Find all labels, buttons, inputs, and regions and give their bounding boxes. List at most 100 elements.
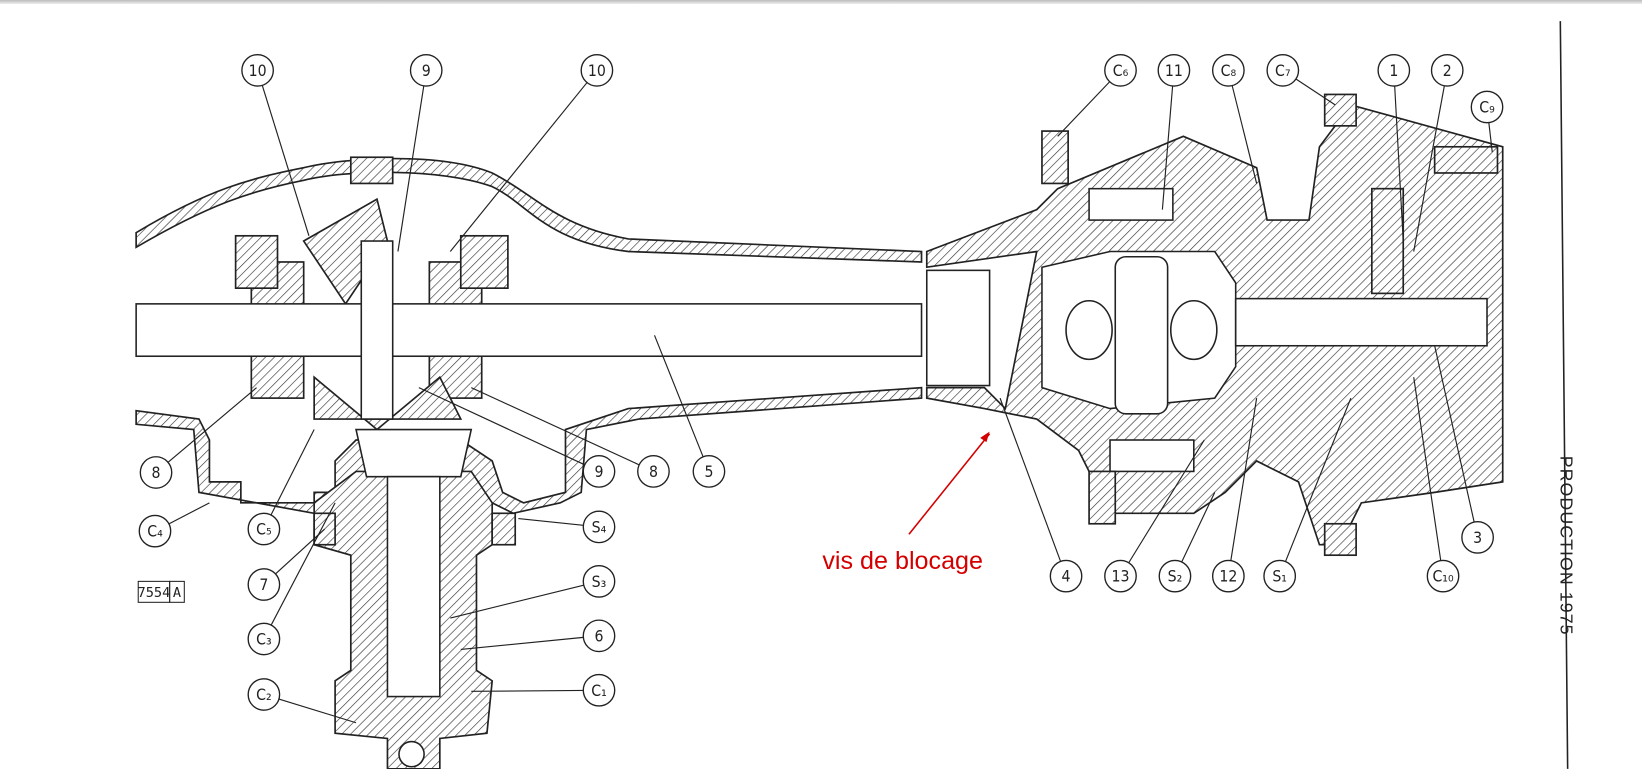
part-callout: C₅: [247, 512, 281, 546]
part-callout: C₄: [138, 514, 172, 548]
callout-label: 7: [259, 575, 268, 594]
callout-circle: [1470, 90, 1504, 124]
leader-line: [1295, 78, 1336, 106]
callout-label: C₉: [1479, 97, 1495, 116]
callout-label: 10: [249, 61, 267, 80]
callout-label: C₃: [256, 629, 272, 648]
callout-label: C₅: [256, 520, 272, 539]
callout-circle: [409, 53, 443, 87]
part-callout: 10: [580, 53, 614, 87]
callout-circle: [139, 456, 173, 489]
leader-line: [460, 636, 584, 651]
callout-circle: [1430, 53, 1464, 87]
callout-circle: [1211, 559, 1245, 593]
callout-label: C₁: [591, 681, 607, 700]
part-callout: 9: [409, 53, 443, 87]
callout-circle: [692, 455, 726, 488]
callout-label: C₆: [1113, 61, 1129, 80]
callout-label: 9: [595, 462, 604, 481]
part-callout: 10: [241, 53, 274, 87]
part-callout: 13: [1104, 559, 1137, 593]
callout-circle: [1377, 53, 1411, 87]
callout-circle: [582, 564, 616, 598]
leader-line: [470, 387, 640, 466]
callout-circle: [241, 53, 274, 87]
leader-line: [1394, 85, 1404, 242]
callout-circle: [1266, 53, 1300, 87]
part-callout: 9: [582, 455, 616, 488]
part-callout: S₁: [1263, 559, 1297, 593]
leader-line: [1230, 398, 1258, 561]
callout-label: 11: [1165, 61, 1183, 80]
leader-line: [168, 502, 210, 525]
callout-circle: [247, 512, 281, 546]
part-callout: C₇: [1266, 53, 1300, 87]
leader-line: [167, 387, 257, 463]
callout-label: S₃: [592, 572, 607, 591]
callout-circle: [582, 619, 616, 653]
leader-line: [1434, 345, 1475, 523]
callout-label: 9: [422, 61, 431, 80]
callout-label: 8: [152, 463, 161, 482]
leader-line: [1057, 81, 1111, 137]
callout-circle: [1157, 53, 1191, 87]
part-callout: 3: [1461, 521, 1494, 554]
locking-screw-annotation: vis de blocage: [822, 431, 991, 575]
callout-label: S₂: [1168, 567, 1183, 586]
drawing-reference-tag: 7554 A: [138, 580, 185, 603]
wheel-hub-housing: [925, 93, 1504, 557]
part-callout: C₆: [1104, 53, 1137, 87]
callout-label: S₁: [1272, 567, 1287, 586]
part-callout: S₂: [1158, 559, 1192, 593]
part-callout: C₂: [247, 678, 281, 711]
leader-line: [450, 584, 584, 619]
leader-line: [1284, 397, 1352, 562]
arrow-head-icon: [980, 431, 990, 443]
leader-line: [449, 82, 588, 252]
part-callout: C₈: [1211, 53, 1245, 87]
leader-line: [1488, 122, 1493, 153]
callout-circle: [247, 678, 281, 711]
callout-circle: [1158, 559, 1192, 593]
pinion-housing: [313, 428, 517, 769]
callout-label: C₁₀: [1432, 567, 1454, 586]
callout-circle: [247, 622, 281, 656]
part-callout: 7: [247, 568, 281, 601]
callout-circle: [1104, 53, 1137, 87]
callout-label: 5: [704, 462, 713, 481]
leader-line: [418, 387, 585, 466]
callout-circle: [582, 455, 616, 488]
leader-line: [1181, 492, 1216, 563]
leader-line: [261, 85, 310, 236]
callout-label: C₈: [1221, 61, 1237, 80]
part-callout: 8: [139, 456, 173, 489]
leader-line: [275, 528, 326, 575]
leader-line: [1413, 377, 1442, 561]
callout-label: 4: [1062, 567, 1071, 586]
leader-line: [278, 698, 357, 724]
callout-label: 1: [1389, 61, 1398, 80]
leader-line: [1161, 85, 1174, 210]
part-callout: C₉: [1470, 90, 1504, 124]
callout-label: 6: [595, 626, 604, 645]
annotation-label: vis de blocage: [822, 547, 983, 575]
window-top-edge: [0, 0, 1642, 4]
part-callout: 8: [637, 455, 670, 488]
page-border-line: [1559, 21, 1569, 769]
part-callout: C₁₀: [1426, 559, 1460, 593]
callout-label: 10: [588, 61, 606, 80]
part-callout: C₃: [247, 622, 281, 656]
callout-circle: [582, 510, 616, 544]
leader-line: [999, 397, 1062, 562]
callout-label: 13: [1112, 567, 1130, 586]
callout-circle: [247, 568, 281, 601]
callout-circle: [138, 514, 172, 548]
leader-line: [270, 502, 336, 626]
leader-line: [397, 85, 425, 252]
callout-label: S₄: [592, 517, 607, 536]
annotation-arrow: [908, 433, 991, 535]
reference-suffix: A: [173, 585, 181, 601]
callout-circle: [1104, 559, 1137, 593]
callout-circle: [1461, 521, 1494, 554]
callout-label: 12: [1219, 567, 1237, 586]
